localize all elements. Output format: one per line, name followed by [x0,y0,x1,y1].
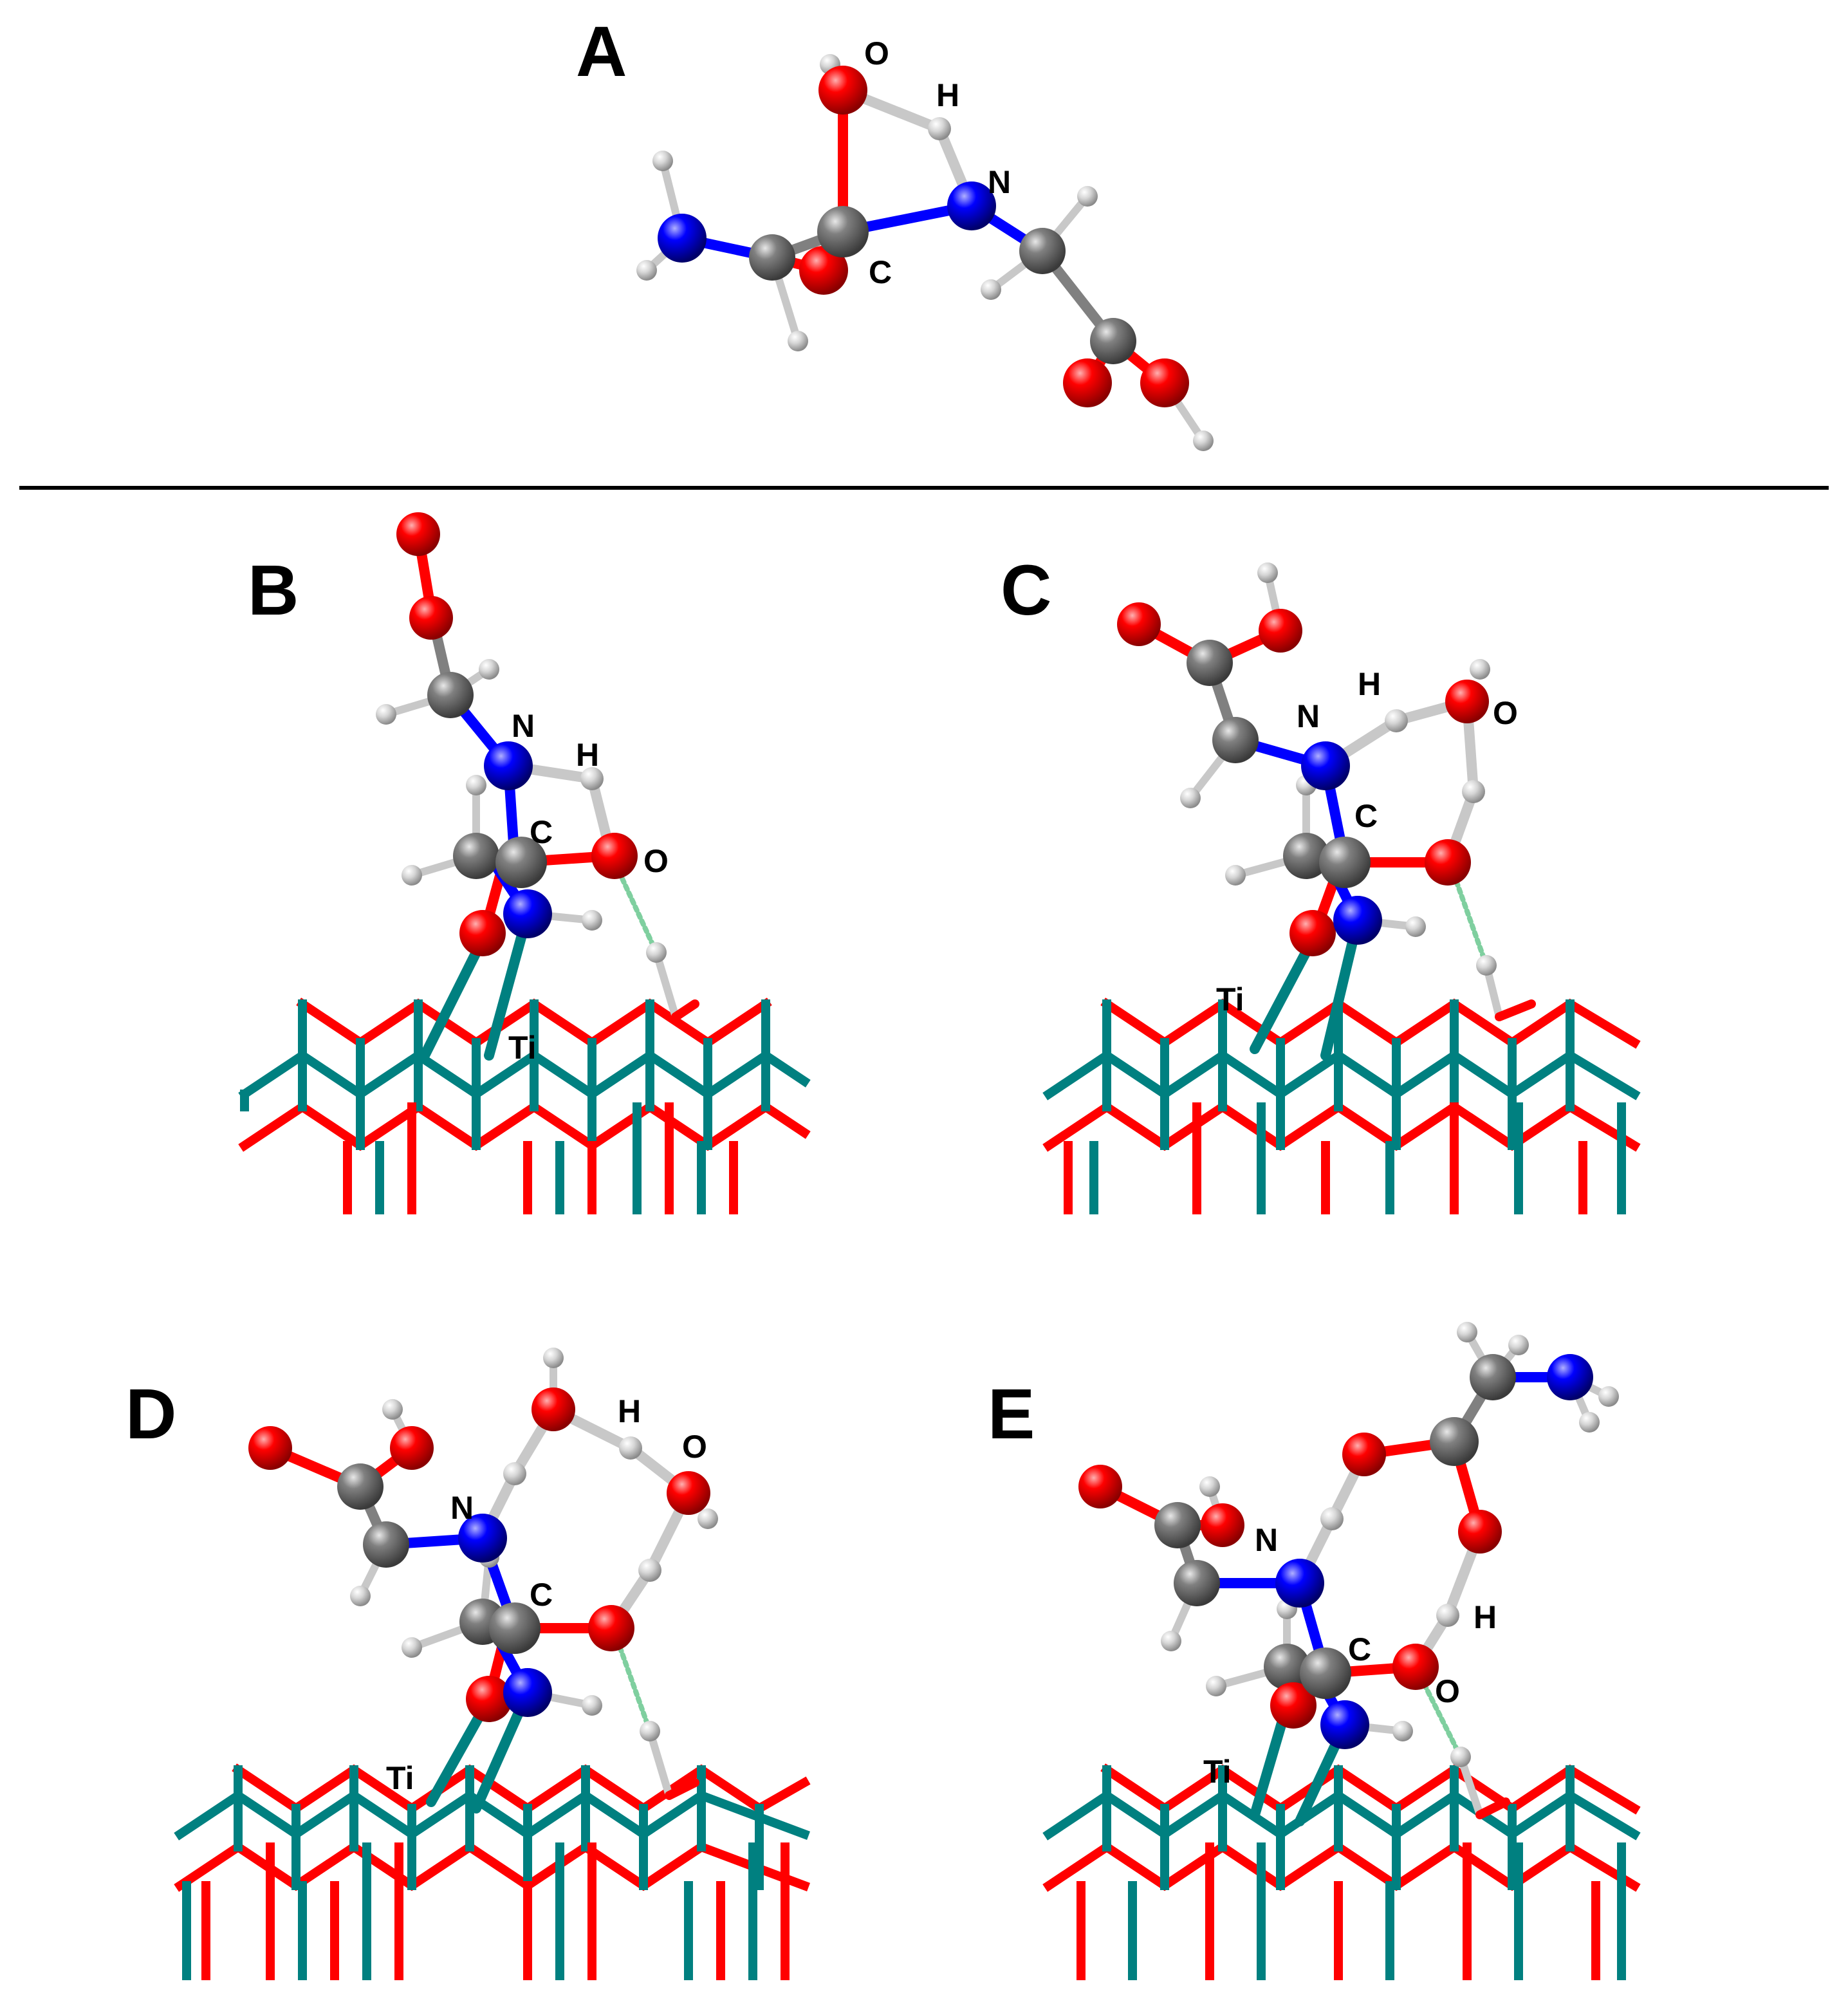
tio2-slab-d [174,1763,811,1980]
label-e-o: O [1435,1673,1460,1709]
label-c-n: N [1297,698,1320,734]
label-e-ti: Ti [1203,1754,1232,1790]
label-b-n: N [512,708,535,744]
panel-letter-a: A [576,12,627,91]
molecule-d [248,1348,718,1814]
label-b-c: C [530,814,553,850]
molecule-a [636,54,1214,451]
tio2-slab-b [238,998,811,1214]
panel-a: A [576,12,1214,451]
label-d-c: C [530,1577,553,1613]
label-d-o: O [682,1429,707,1465]
panel-letter-b: B [248,551,299,630]
label-d-h: H [618,1393,641,1429]
panel-e: E [988,1322,1641,1980]
panel-letter-c: C [1001,551,1051,630]
label-b-o: O [643,843,669,879]
label-c-c: C [1354,798,1378,834]
tio2-slab-c [1042,998,1641,1214]
panel-d: D [125,1348,811,1980]
molecule-b [376,512,699,1061]
label-d-n: N [450,1490,474,1526]
molecule-c [1117,562,1536,1061]
label-d-ti: Ti [386,1760,414,1796]
panel-b: B [238,512,811,1214]
label-b-ti: Ti [508,1030,537,1066]
label-c-o: O [1493,695,1518,731]
label-c-h: H [1358,666,1381,702]
label-a-c: C [869,254,892,290]
label-e-n: N [1255,1522,1278,1558]
panel-letter-e: E [988,1375,1035,1454]
tio2-slab-e [1042,1763,1641,1980]
label-c-ti: Ti [1216,981,1244,1017]
label-e-c: C [1348,1631,1371,1667]
panel-letter-d: D [125,1375,176,1454]
label-a-h: H [936,77,959,113]
label-a-n: N [988,164,1011,200]
panel-c: C [1001,551,1641,1214]
label-e-h: H [1474,1599,1497,1635]
label-a-o: O [864,35,889,71]
molecule-e [1078,1322,1619,1826]
label-b-h: H [576,737,599,773]
